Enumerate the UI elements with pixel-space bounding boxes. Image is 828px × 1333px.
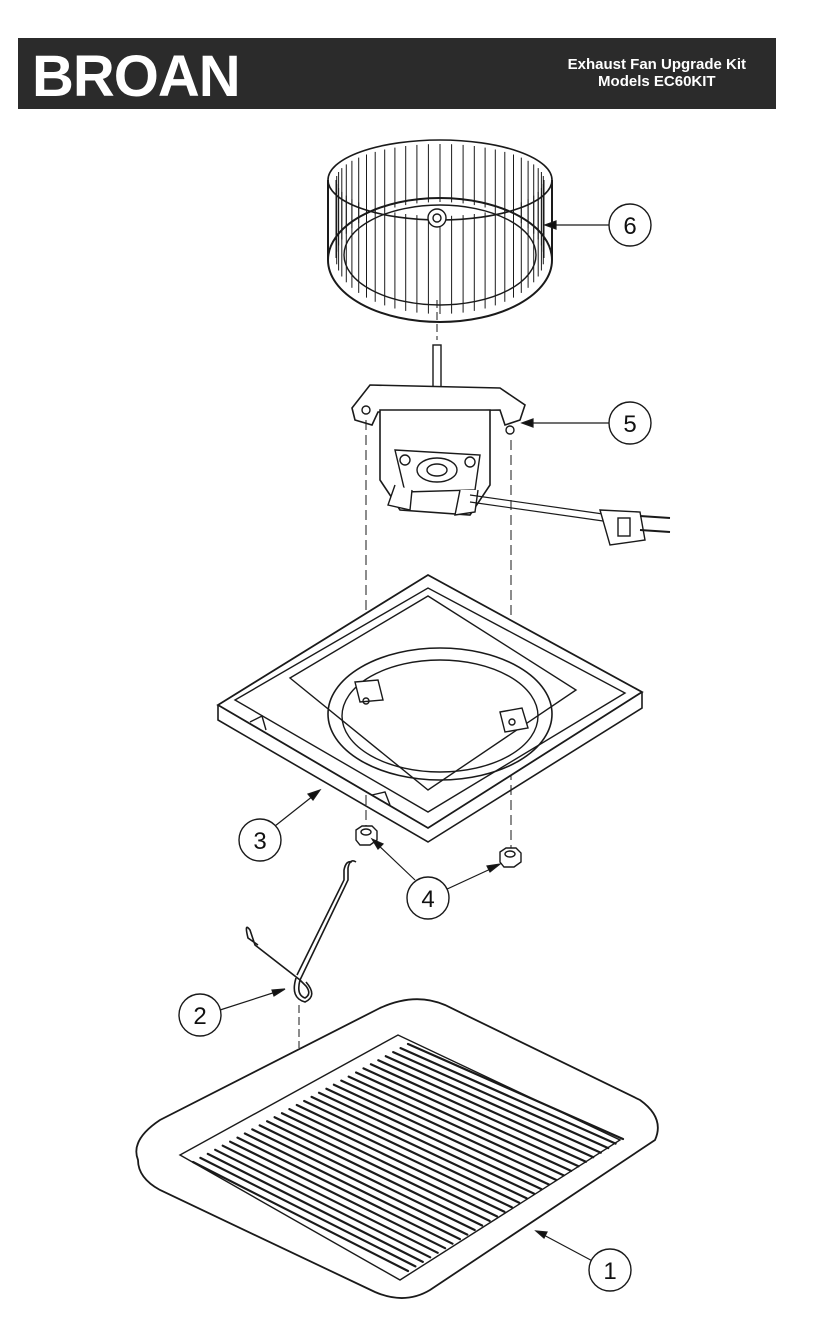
callout-6-label: 6 (623, 213, 636, 240)
grille-slot (340, 1079, 558, 1182)
grille-slot (399, 1046, 617, 1145)
callout-3-label: 3 (253, 828, 266, 855)
grille (135, 998, 659, 1299)
motor (351, 344, 671, 546)
callout-4-label: 4 (421, 886, 434, 913)
grille-slot (258, 1124, 476, 1232)
grille-slot (406, 1042, 625, 1141)
grille-slot (273, 1116, 491, 1223)
brand-logo-text: BROAN (32, 44, 240, 109)
grille-slot (199, 1156, 417, 1268)
mounting-spring (245, 860, 357, 1003)
grille-slot (243, 1132, 461, 1241)
callout-4-circle (406, 876, 450, 920)
grille-slot (384, 1055, 602, 1154)
grille-slot (347, 1075, 565, 1177)
grille-slot (332, 1083, 551, 1186)
document-title: Exhaust Fan Upgrade Kit Models EC60KIT (568, 56, 746, 90)
grille-slot (369, 1063, 588, 1163)
title-line-2: Models EC60KIT (598, 73, 716, 90)
callout-circles (178, 203, 652, 1292)
header-bar: BROAN Exhaust Fan Upgrade Kit Models EC6… (18, 38, 776, 109)
nuts (355, 825, 522, 868)
grille-slot (191, 1160, 410, 1273)
grille-slot (325, 1087, 543, 1191)
callout-5-circle (608, 401, 652, 445)
callout-2-circle (178, 993, 222, 1037)
grille-slot (362, 1067, 580, 1168)
grille-slot (266, 1120, 484, 1227)
callout-1-label: 1 (603, 1258, 616, 1285)
grille-slot (295, 1103, 513, 1209)
callout-1-circle (588, 1248, 632, 1292)
grille-slot (288, 1107, 506, 1213)
grille-slot (377, 1059, 595, 1159)
grille-slot (317, 1091, 536, 1195)
grille-slot (221, 1144, 439, 1254)
exploded-parts-diagram: 6 5 3 4 2 1 (135, 139, 671, 1299)
title-line-1: Exhaust Fan Upgrade Kit (567, 56, 746, 73)
blower-wheel (327, 139, 553, 323)
broan-logo: BROAN (32, 44, 241, 109)
grille-slot (280, 1112, 499, 1218)
grille-slot (214, 1148, 432, 1259)
grille-slot (236, 1136, 454, 1245)
grille-slot (251, 1128, 469, 1236)
callout-6-circle (608, 203, 652, 247)
callout-3-circle (238, 818, 282, 862)
grille-slot (206, 1152, 424, 1264)
grille-slot (392, 1050, 610, 1150)
motor-plate (216, 573, 644, 843)
callout-2-label: 2 (193, 1003, 206, 1030)
callout-arrows (219, 220, 610, 1266)
grille-slot (310, 1095, 528, 1200)
callout-5-label: 5 (623, 411, 636, 438)
grille-slot (355, 1071, 573, 1173)
grille-slot (229, 1140, 447, 1250)
grille-slot (303, 1099, 521, 1204)
